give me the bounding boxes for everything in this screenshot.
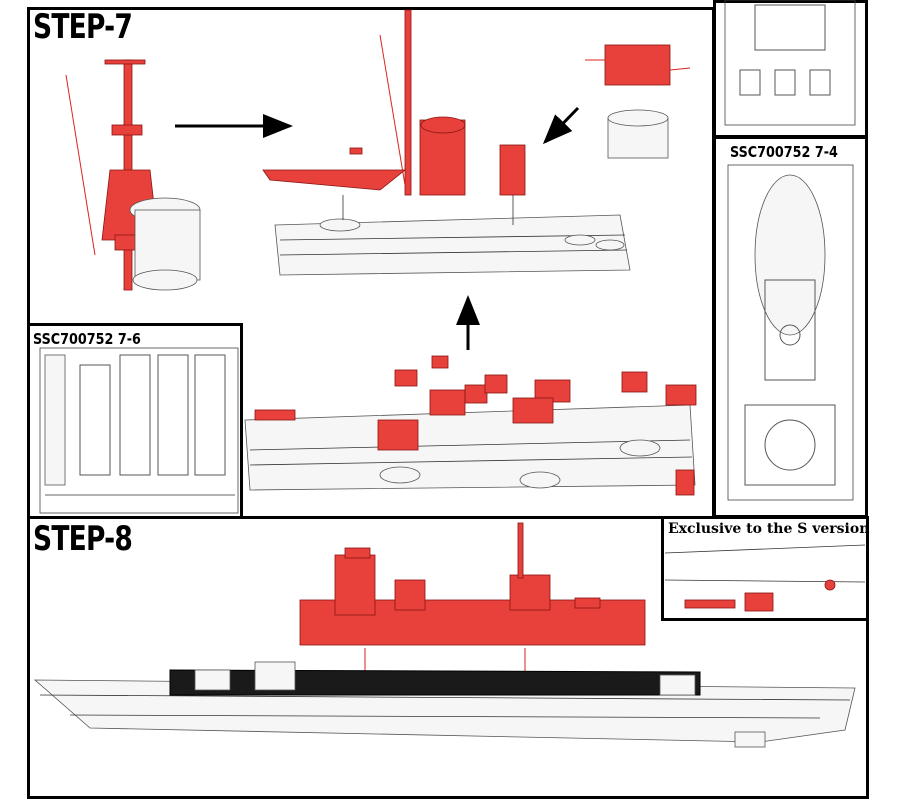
sprue-7-6	[39, 347, 239, 514]
inset-7-4-label: SSC700752 7-4	[730, 143, 838, 161]
hull-section-lower	[244, 404, 696, 491]
superstructure-red	[299, 522, 646, 646]
turrets-red	[254, 355, 697, 496]
arrow-diagonal	[542, 106, 580, 145]
mast-assembly	[65, 59, 201, 291]
turret-part	[585, 44, 691, 159]
sprue-7-4	[727, 164, 854, 501]
bridge-parts	[262, 9, 526, 196]
step8-title: STEP-8	[33, 519, 133, 559]
inset-7-6-label: SSC700752 7-6	[33, 330, 141, 348]
hull-section-upper	[274, 195, 631, 276]
sprue-top-right	[724, 0, 856, 126]
s-version-detail	[664, 544, 866, 612]
ship-hull	[33, 661, 856, 748]
step7-title: STEP-7	[33, 7, 133, 47]
inset-s-version-label: Exclusive to the S version	[668, 521, 870, 537]
